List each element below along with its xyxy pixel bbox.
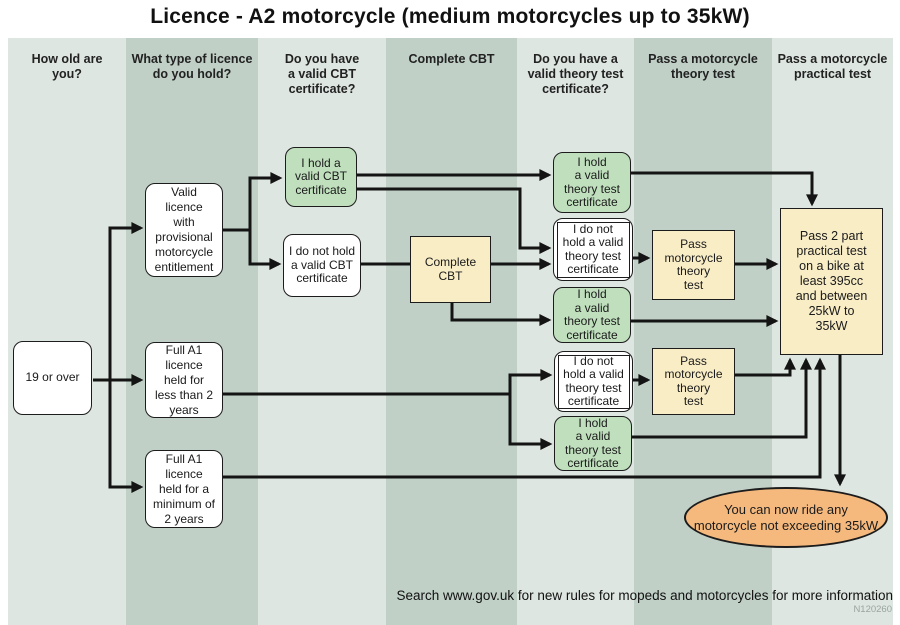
- page-title: Licence - A2 motorcycle (medium motorcyc…: [150, 5, 750, 28]
- edge-valid-to-hold-cbt: [248, 172, 283, 230]
- node-pass-2-part-practical-test: Pass 2 part practical test on a bike at …: [780, 208, 883, 355]
- edge-hold-cbt-to-not-theory: [357, 187, 552, 254]
- node-hold-cbt-certificate: I hold a valid CBT certificate: [285, 147, 357, 207]
- column-header-cbt-certificate: Do you have a valid CBT certificate?: [284, 52, 360, 96]
- column-header-theory-certificate: Do you have a valid theory test certific…: [527, 52, 624, 96]
- node-hold-theory-certificate-mid: I hold a valid theory test certificate: [553, 287, 631, 343]
- edge-a1-less-to-not-theory2: [508, 369, 553, 394]
- edge-hold-theory-top-to-practical: [630, 171, 818, 207]
- column-header-practical-test: Pass a motorcycle practical test: [777, 52, 888, 81]
- edge-a1-less-to-hold-theory3: [508, 394, 553, 450]
- node-pass-theory-test-2: Pass motorcycle theory test: [652, 348, 735, 415]
- edge-valid-to-not-hold-cbt: [248, 230, 282, 270]
- column-header-age: How old are you?: [31, 52, 103, 81]
- column-header-theory-test: Pass a motorcycle theory test: [648, 52, 758, 81]
- node-full-a1-less-2-years: Full A1 licence held for less than 2 yea…: [145, 342, 223, 418]
- node-full-a1-min-2-years: Full A1 licence held for a minimum of 2 …: [145, 450, 223, 528]
- edge-hold-theory3-to-practical: [632, 357, 812, 439]
- edge-age-to-valid-licence: [108, 222, 144, 380]
- edge-complete-to-hold-theory-mid: [450, 303, 552, 326]
- footer-search-note: Search www.gov.uk for new rules for mope…: [396, 588, 893, 603]
- node-complete-cbt: Complete CBT: [410, 236, 491, 303]
- node-result-ride-35kw: You can now ride any motorcycle not exce…: [684, 487, 888, 548]
- column-header-licence-type: What type of licence do you hold?: [131, 52, 253, 81]
- edge-pass2-to-practical: [735, 357, 796, 377]
- column-band-complete-cbt: [386, 38, 517, 625]
- node-not-hold-theory-certificate-2: I do not hold a valid theory test certif…: [554, 351, 633, 412]
- column-band-age: [8, 38, 126, 625]
- node-hold-theory-certificate-bottom: I hold a valid theory test certificate: [554, 416, 632, 471]
- node-not-hold-theory-certificate-1: I do not hold a valid theory test certif…: [553, 218, 633, 281]
- column-header-complete-cbt: Complete CBT: [408, 52, 495, 66]
- node-not-hold-theory-certificate-1-inner: I do not hold a valid theory test certif…: [556, 221, 630, 278]
- node-not-hold-theory-certificate-2-inner: I do not hold a valid theory test certif…: [557, 354, 630, 409]
- edge-age-to-a1-min: [108, 380, 144, 493]
- node-pass-theory-test-1: Pass motorcycle theory test: [652, 230, 735, 300]
- footer-reference-code: N120260: [853, 604, 892, 615]
- node-hold-theory-certificate-top: I hold a valid theory test certificate: [553, 152, 631, 213]
- edge-a1-min-to-practical: [223, 357, 826, 479]
- column-band-cbt-certificate: [258, 38, 386, 625]
- node-not-hold-cbt-certificate: I do not hold a valid CBT certificate: [283, 234, 361, 297]
- node-valid-provisional-licence: Valid licence with provisional motorcycl…: [145, 183, 223, 277]
- node-19-or-over: 19 or over: [13, 341, 92, 415]
